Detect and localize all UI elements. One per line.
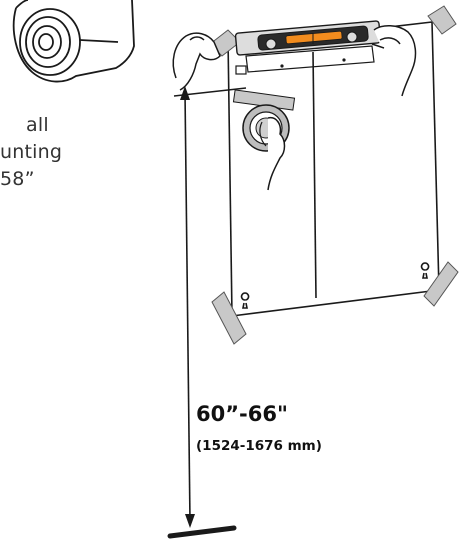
measurement-arrow-icon bbox=[167, 86, 237, 539]
height-range-metric: (1524-1676 mm) bbox=[196, 438, 322, 454]
side-note-line-3: 58” bbox=[0, 168, 35, 190]
side-note-text: all unting 58” bbox=[0, 112, 62, 193]
hand-icon-right bbox=[371, 25, 417, 97]
corner-tape-pieces bbox=[209, 5, 459, 345]
height-range-imperial: 60”-66" bbox=[196, 402, 288, 426]
tape-roll-icon-hand bbox=[232, 89, 296, 191]
level-icon bbox=[234, 20, 382, 75]
side-note-line-2: unting bbox=[0, 141, 63, 163]
hand-icon bbox=[172, 32, 221, 91]
side-note-line-1: all bbox=[26, 114, 49, 136]
tape-roll-icon bbox=[12, 0, 135, 83]
